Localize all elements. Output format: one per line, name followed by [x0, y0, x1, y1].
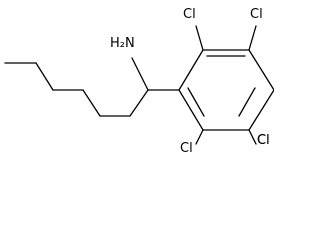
cl-bond-bottom-left — [195, 129, 204, 145]
chlorine-top-left-label: Cl — [183, 7, 196, 22]
chlorine-right-label: Cl — [257, 133, 270, 148]
chain-bond-2 — [35, 62, 54, 91]
chain-bond-4 — [82, 89, 101, 117]
ring-double-bond-3 — [187, 87, 205, 117]
amine-label: H₂N — [110, 36, 135, 51]
alkyl-chain — [4, 62, 149, 117]
benzene-ring — [178, 49, 274, 131]
cl-bond-top-right — [248, 25, 257, 51]
cl-bond-bottom-right — [248, 129, 257, 145]
chlorine-bottom-right-label: Cl — [257, 133, 270, 148]
ring-bond-1 — [178, 49, 204, 91]
chain-bond-6 — [129, 89, 149, 117]
c-n-bond — [131, 57, 149, 91]
chemical-structure: H₂N Cl Cl Cl Cl Cl — [4, 7, 274, 155]
chlorine-top-right-label: Cl — [250, 7, 263, 22]
ring-bond-6 — [178, 89, 204, 131]
cl-bond-top-left — [195, 25, 204, 51]
ring-bond-3 — [248, 49, 274, 91]
ring-double-bond-2 — [238, 87, 256, 117]
chlorine-bottom-left-label: Cl — [180, 141, 193, 155]
ring-bond-4 — [248, 89, 274, 131]
